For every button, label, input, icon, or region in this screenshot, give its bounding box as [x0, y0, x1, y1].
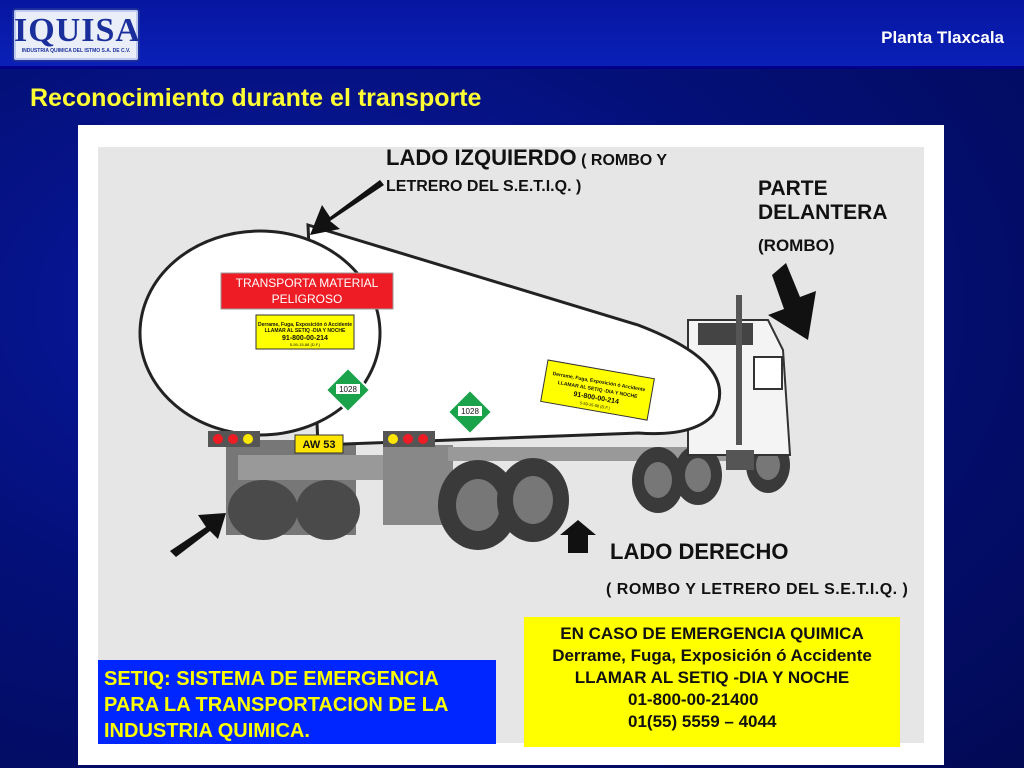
- rear-setiq-sign: [255, 314, 355, 350]
- right-side-note: ( ROMBO Y LETRERO DEL S.E.T.I.Q. ): [606, 581, 909, 598]
- tanker-truck-illustration: TRANSPORTA MATERIAL PELIGROSO Derrame, F…: [138, 180, 816, 557]
- emergency-line3: LLAMAR AL SETIQ -DIA Y NOCHE: [574, 668, 850, 687]
- setiq-line1: SETIQ: SISTEMA DE EMERGENCIA: [104, 668, 439, 690]
- emergency-info-box: EN CASO DE EMERGENCIA QUIMICA Derrame, F…: [524, 617, 900, 747]
- license-plate-text: AW 53: [302, 439, 335, 451]
- slide-title: Reconocimiento durante el transporte: [30, 84, 482, 112]
- rear-setiq-sign-line4: 5-59-15-88 (D.F.): [290, 342, 321, 347]
- arrow-rear-icon: [170, 513, 226, 557]
- emergency-line2: Derrame, Fuga, Exposición ó Accidente: [552, 646, 872, 665]
- side-setiq-sign: Derrame, Fuga, Exposición ó Accidente LL…: [540, 359, 655, 421]
- diagram-panel: TRANSPORTA MATERIAL PELIGROSO Derrame, F…: [78, 125, 944, 765]
- license-plate: [294, 434, 344, 454]
- rear-setiq-sign-line1: Derrame, Fuga, Exposición ó Accidente: [258, 322, 352, 328]
- side-un-diamond: 1028: [446, 388, 494, 436]
- right-side-title: LADO DERECHO: [610, 539, 789, 564]
- front-label-line1: PARTE: [758, 177, 828, 200]
- setiq-line2: PARA LA TRANSPORTACION DE LA: [104, 694, 449, 716]
- side-setiq-sign-line4: 5-59-15-88 (D.F.): [579, 400, 611, 410]
- emergency-line1: EN CASO DE EMERGENCIA QUIMICA: [560, 624, 864, 643]
- plant-name: Planta Tlaxcala: [881, 28, 1004, 47]
- arrow-front-icon: [768, 263, 816, 340]
- left-side-label: LADO IZQUIERDO ( ROMBO Y LETRERO DEL S.E…: [386, 145, 716, 200]
- arrow-right-side-icon: [560, 520, 596, 553]
- hazard-sign-line2: PELIGROSO: [272, 292, 343, 306]
- arrow-left-side-icon: [310, 180, 384, 235]
- hazard-material-sign: [220, 272, 394, 310]
- logo-subtitle: INDUSTRIA QUIMICA DEL ISTMO S.A. DE C.V.: [21, 48, 131, 54]
- rear-bumper: [238, 455, 408, 480]
- rear-wheels: [228, 437, 790, 550]
- front-label-line2: DELANTERA: [758, 201, 888, 224]
- emergency-phone-1: 01-800-00-21400: [628, 690, 759, 709]
- setiq-definition-box: SETIQ: SISTEMA DE EMERGENCIA PARA LA TRA…: [98, 660, 496, 744]
- front-label: PARTE DELANTERA: [758, 177, 928, 225]
- header-divider: [0, 66, 1024, 69]
- rear-setiq-sign-line2: LLAMAR AL SETIQ -DIA Y NOCHE: [265, 328, 346, 334]
- logo-wordmark: IQUISA: [14, 12, 141, 49]
- truck-cab: [687, 295, 792, 470]
- tail-lights-left: [208, 431, 260, 447]
- left-side-note-1: ( ROMBO Y: [581, 152, 668, 169]
- emergency-phone-2: 01(55) 5559 – 4044: [628, 712, 777, 731]
- side-un-number: 1028: [461, 407, 479, 416]
- header-bar: [0, 0, 1024, 68]
- left-side-title: LADO IZQUIERDO: [386, 145, 577, 170]
- tail-lights-right: [383, 431, 435, 447]
- company-logo: IQUISA INDUSTRIA QUIMICA DEL ISTMO S.A. …: [12, 8, 140, 62]
- rear-un-diamond: 1028: [324, 366, 372, 414]
- hazard-sign-line1: TRANSPORTA MATERIAL: [236, 276, 379, 290]
- left-side-note-2: LETRERO DEL S.E.T.I.Q. ): [386, 178, 582, 195]
- rear-setiq-sign-line3: 91-800-00-214: [282, 335, 328, 342]
- setiq-line3: INDUSTRIA QUIMICA.: [104, 720, 310, 742]
- rear-un-number: 1028: [339, 385, 357, 394]
- front-note: (ROMBO): [758, 236, 835, 255]
